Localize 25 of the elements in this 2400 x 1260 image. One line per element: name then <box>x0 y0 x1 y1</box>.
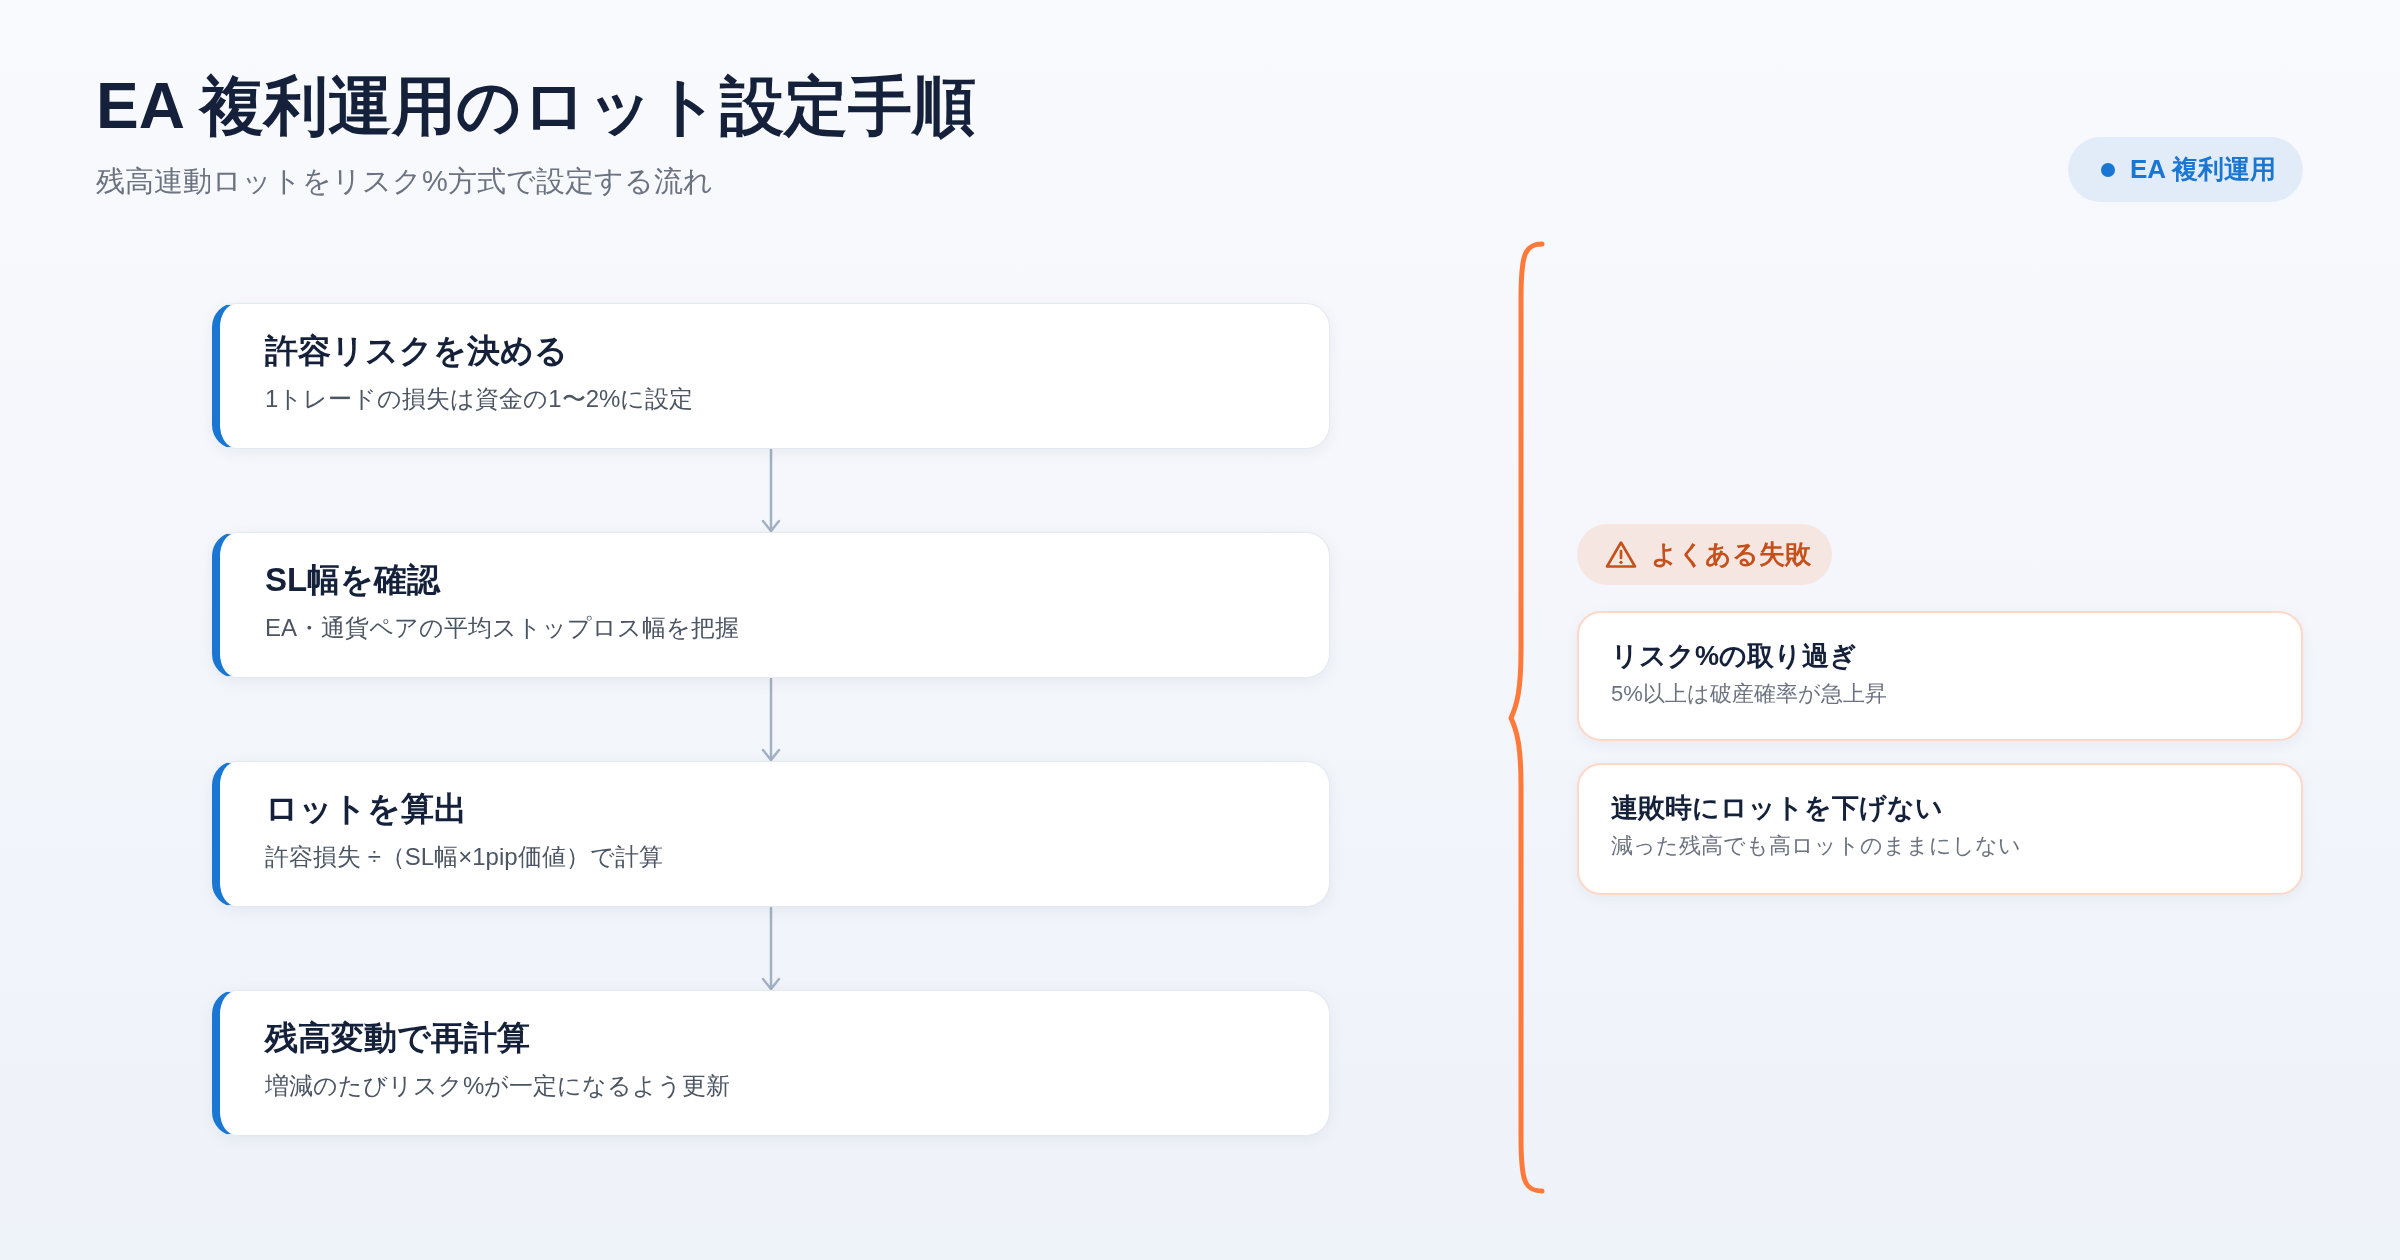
step-description: 1トレードの損失は資金の1〜2%に設定 <box>265 383 694 414</box>
arrow <box>761 448 781 533</box>
step-description: EA・通貨ペアの平均ストップロス幅を把握 <box>265 612 739 643</box>
tag-text: EA 複利運用 <box>2130 153 2277 186</box>
subtitle: 残高連動ロットをリスク%方式で設定する流れ <box>96 164 713 199</box>
card-title: リスク%の取り過ぎ <box>1611 640 1857 673</box>
step-title: SL幅を確認 <box>265 560 441 600</box>
step-description: 許容損失 ÷（SL幅×1pip価値）で計算 <box>265 841 663 872</box>
card-title: 連敗時にロットを下げない <box>1611 792 1943 825</box>
pill-text: よくある失敗 <box>1651 538 1811 571</box>
step-title: 許容リスクを決める <box>265 331 568 371</box>
step-card <box>212 990 1330 1136</box>
mistake-card <box>1577 763 2303 895</box>
step-card <box>212 761 1330 907</box>
step-card <box>212 532 1330 678</box>
mistake-card <box>1577 611 2303 741</box>
title: EA 複利運用のロット設定手順 <box>96 69 977 144</box>
step-title: 残高変動で再計算 <box>265 1018 530 1058</box>
arrow <box>761 677 781 762</box>
step-card <box>212 303 1330 449</box>
card-description: 5%以上は破産確率が急上昇 <box>1611 680 1887 709</box>
arrow <box>761 906 781 991</box>
step-description: 増減のたびリスク%が一定になるよう更新 <box>265 1070 731 1101</box>
step-title: ロットを算出 <box>265 789 467 829</box>
card-description: 減った残高でも高ロットのままにしない <box>1611 832 2021 861</box>
